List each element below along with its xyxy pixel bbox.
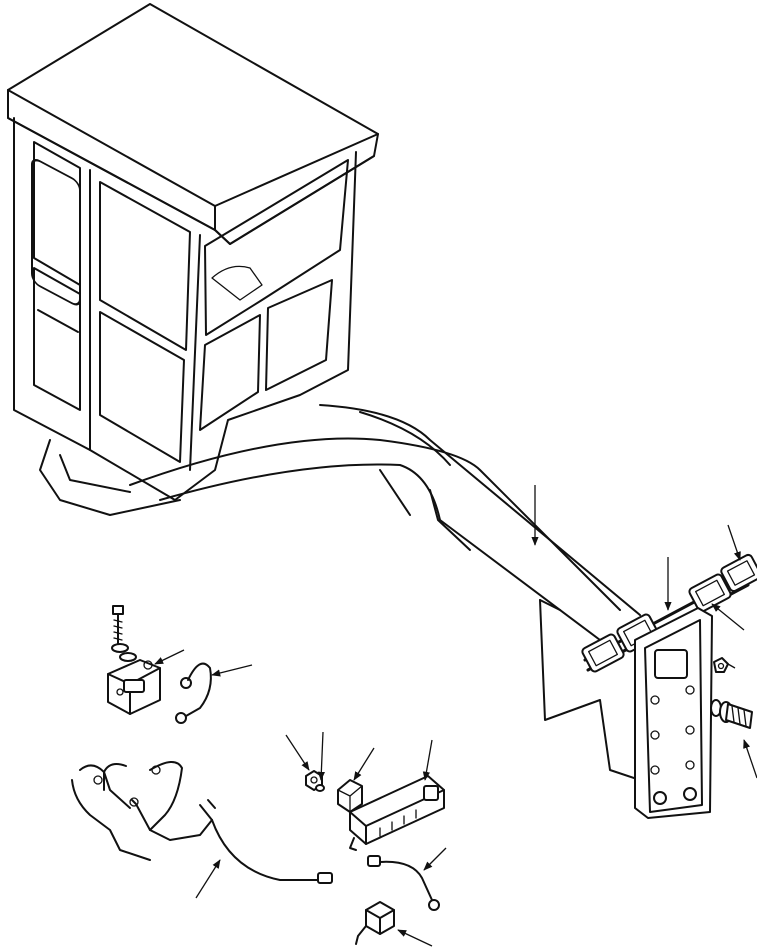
leader-washer [317, 731, 325, 781]
main-wiring-harness [71, 761, 333, 884]
leader-work-lamp [727, 524, 741, 561]
toggle-switch [355, 901, 395, 945]
fuse-box [349, 775, 445, 851]
leader-relay [353, 747, 375, 781]
leader-relay-block [154, 649, 185, 665]
leader-toggle-switch [397, 929, 433, 947]
short-jumper-wire [175, 662, 212, 724]
leader-lines [154, 485, 757, 947]
leader-connector-lead [423, 847, 447, 871]
connector-lead [367, 855, 440, 911]
leader-jumper-wire [211, 664, 253, 677]
relay-block [107, 605, 161, 715]
mounting-bracket [634, 607, 713, 819]
leader-bolt [743, 739, 757, 779]
leader-bracket [711, 603, 745, 631]
leader-harness [195, 859, 221, 899]
operator-cab [7, 3, 379, 516]
work-lamp-1 [581, 633, 625, 673]
work-lamp-4 [720, 553, 757, 593]
washer [315, 784, 325, 792]
leader-bracket-nut [727, 663, 736, 669]
bracket-nut [713, 657, 729, 673]
mounting-bolt [710, 699, 753, 729]
boom-arm [129, 404, 641, 781]
leader-nut [285, 734, 310, 771]
leader-fuse-box [422, 739, 433, 781]
relay [337, 779, 363, 813]
